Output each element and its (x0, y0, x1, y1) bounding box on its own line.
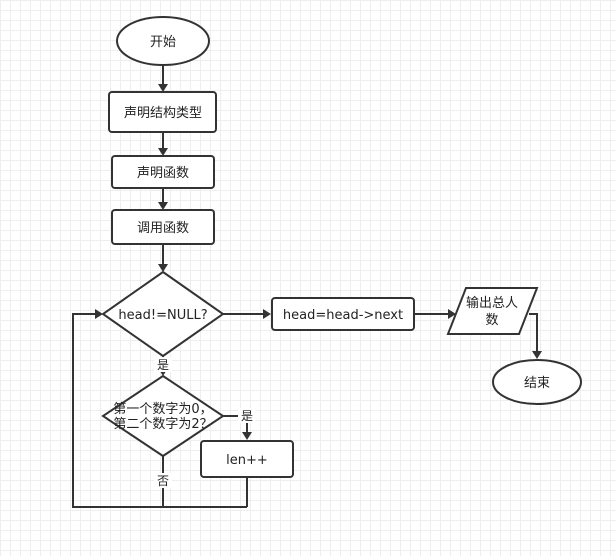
arrowhead (532, 351, 542, 359)
edge-output-to-end (529, 313, 538, 351)
node-output[interactable]: 输出总人 数 (446, 287, 539, 335)
node-decision-digits[interactable]: 第一个数字为0， 第二个数字为2？ (101, 374, 225, 458)
arrowhead (263, 309, 271, 319)
edge-label-yes-digits: 是 (241, 409, 253, 423)
node-end[interactable]: 结束 (492, 359, 582, 405)
edge-labels: 是 是 否 (154, 357, 256, 488)
edge-label-bg (238, 408, 256, 423)
node-declare-func[interactable]: 声明函数 (111, 155, 215, 189)
arrowhead (448, 309, 456, 319)
node-decision-digits-label-line1: 第一个数字为0， (113, 402, 212, 417)
node-end-label: 结束 (524, 376, 550, 391)
node-decision-digits-label-line2: 第二个数字为2？ (113, 417, 212, 432)
arrowhead (158, 202, 168, 210)
edge-loop-back (72, 313, 247, 508)
edge-label-no: 否 (157, 474, 169, 488)
node-decision-null-label: head!=NULL? (118, 308, 207, 323)
node-increment[interactable]: len++ (200, 440, 294, 478)
edge-label-bg (154, 473, 172, 488)
node-decision-null[interactable]: head!=NULL? (101, 270, 225, 358)
arrowhead (242, 432, 252, 440)
node-declare-func-label: 声明函数 (137, 166, 189, 181)
node-output-label-line1: 输出总人 (466, 295, 518, 311)
node-advance[interactable]: head=head->next (271, 297, 415, 331)
arrowhead (158, 148, 168, 156)
arrowhead (158, 84, 168, 92)
arrowhead (95, 309, 103, 319)
node-declare-struct[interactable]: 声明结构类型 (108, 91, 217, 133)
node-call-func-label: 调用函数 (137, 221, 189, 236)
node-output-label-line2: 数 (485, 313, 498, 328)
node-start[interactable]: 开始 (116, 16, 210, 66)
node-advance-label: head=head->next (283, 308, 403, 323)
connectors (72, 66, 542, 508)
node-start-label: 开始 (150, 35, 176, 50)
edge-label-yes-null: 是 (157, 358, 169, 372)
node-call-func[interactable]: 调用函数 (111, 209, 215, 245)
arrowhead (158, 264, 168, 272)
node-declare-struct-label: 声明结构类型 (124, 106, 202, 121)
edge-label-bg (154, 357, 172, 372)
node-increment-label: len++ (226, 453, 268, 468)
